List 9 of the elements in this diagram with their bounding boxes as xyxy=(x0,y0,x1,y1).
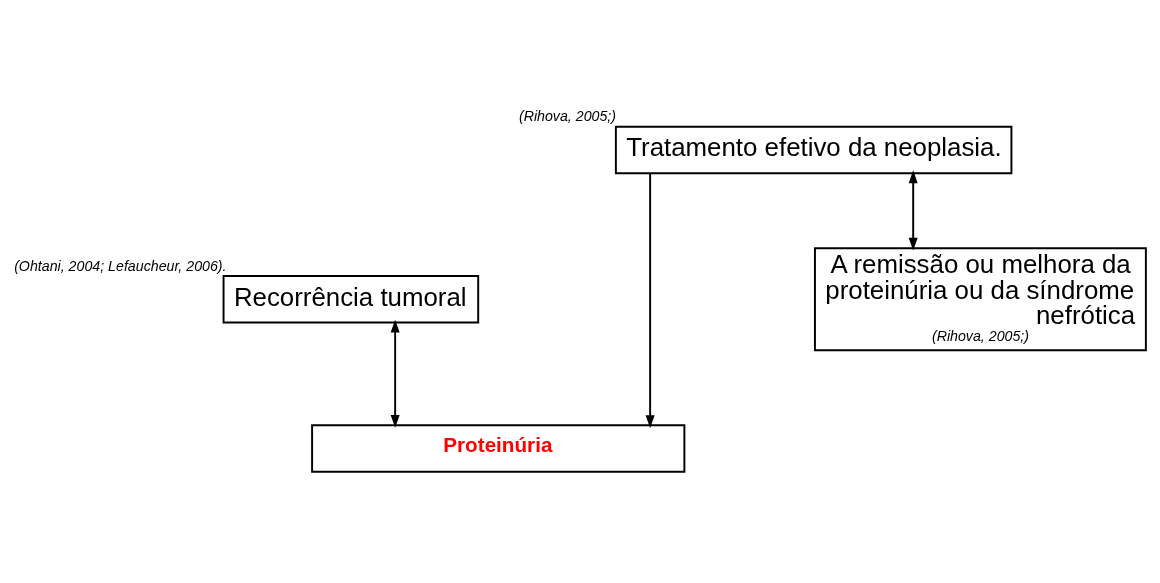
node-box: Recorrência tumoral xyxy=(222,275,480,324)
arrow xyxy=(645,172,655,429)
node-box: A remissão ou melhora da proteinúria ou da síndrome nefrótica (Rihova, 2005;) xyxy=(814,247,1147,352)
node-box: Tratamento efetivo da neoplasia. xyxy=(614,125,1013,175)
node-label: (Ohtani, 2004; Lefaucheur, 2006). xyxy=(14,257,227,274)
node-label: (Rihova, 2005;) xyxy=(518,108,617,125)
node-box: Proteinúria xyxy=(311,424,686,473)
arrow xyxy=(908,170,918,251)
arrow xyxy=(390,319,400,428)
